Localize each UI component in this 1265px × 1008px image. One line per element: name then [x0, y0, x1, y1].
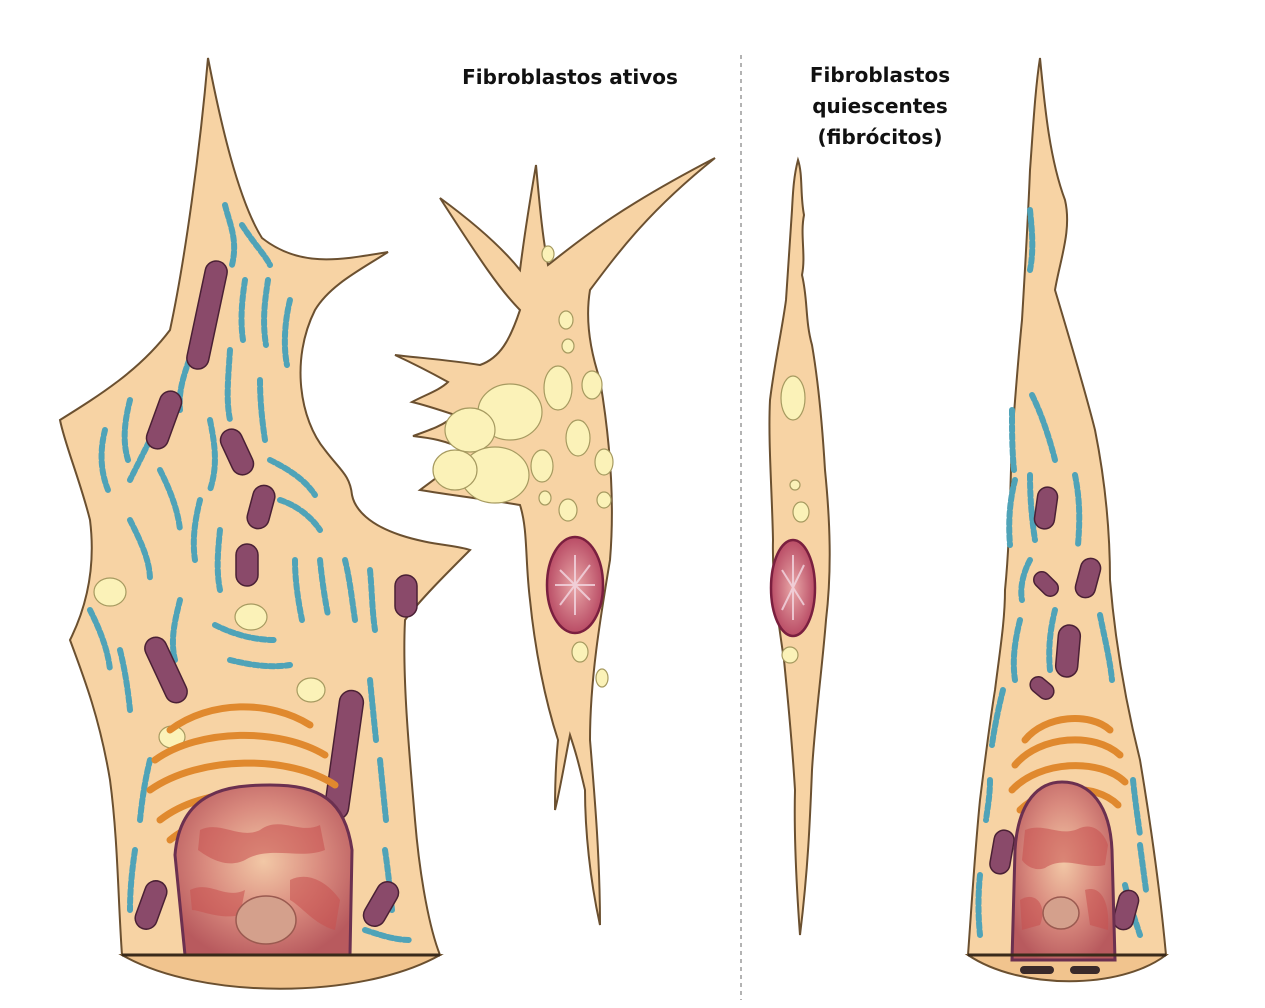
stellate-active-fibroblast [395, 158, 715, 925]
label-quiescent-line-2: quiescentes [760, 91, 1000, 122]
cell-1-bottom-cap [122, 955, 440, 989]
label-quiescent-fibroblasts: Fibroblastos quiescentes (fibrócitos) [760, 60, 1000, 153]
cell-4-nucleus [1012, 782, 1115, 960]
label-active-fibroblasts: Fibroblastos ativos [430, 62, 710, 93]
cell-2-membrane [395, 158, 715, 925]
cell-1-nucleolus [236, 896, 296, 944]
label-quiescent-line-1: Fibroblastos [760, 60, 1000, 91]
cell-4-nucleolus [1043, 897, 1079, 929]
label-quiescent-line-3: (fibrócitos) [760, 122, 1000, 153]
large-active-fibroblast [60, 58, 470, 989]
spindle-quiescent-fibroblast [769, 160, 829, 935]
elongated-quiescent-fibroblast [968, 58, 1166, 981]
